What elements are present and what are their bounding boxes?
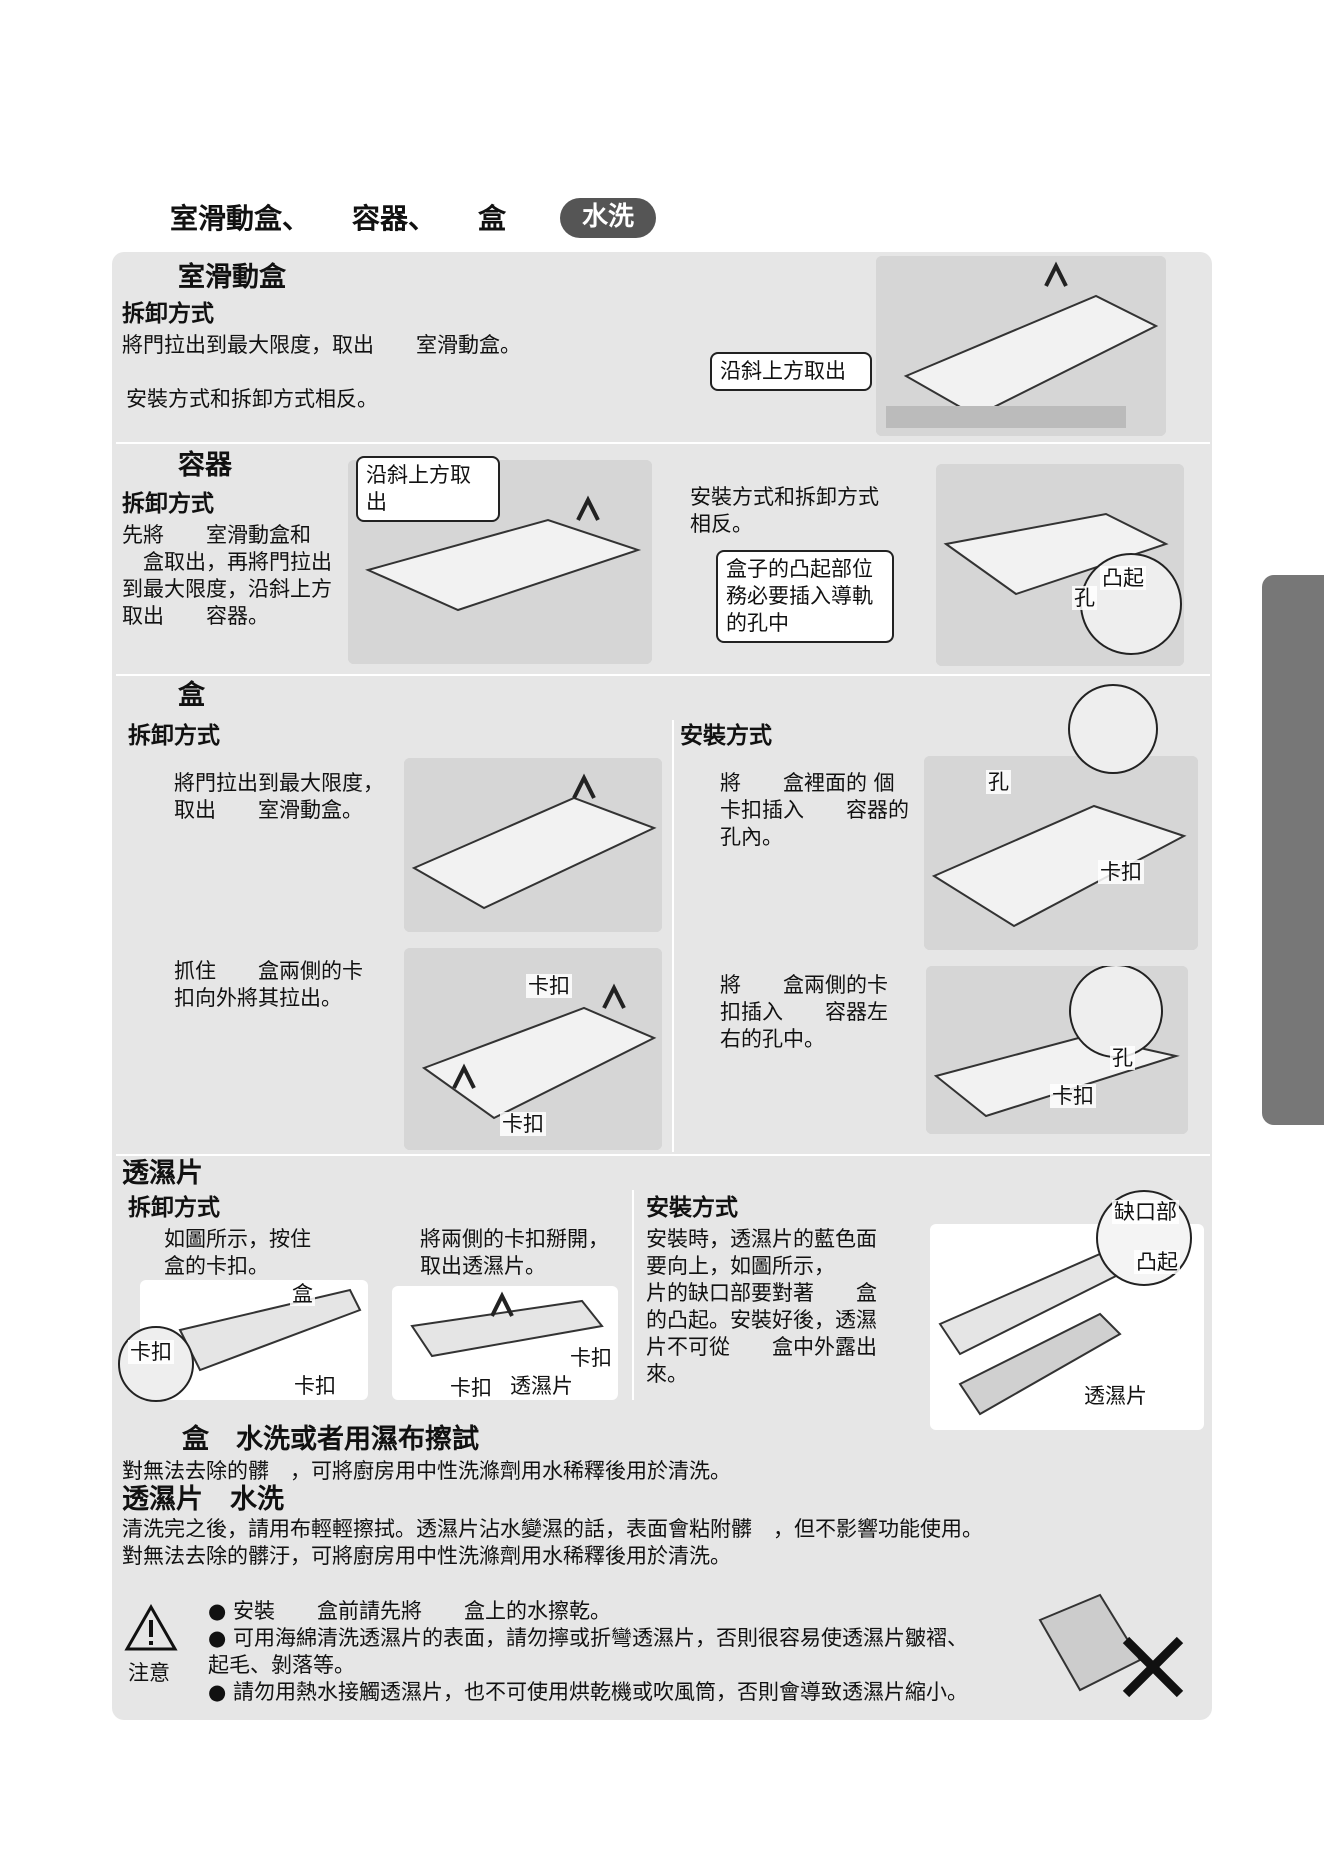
label-hole: 孔 (1110, 1046, 1135, 1070)
label-clip: 卡扣 (292, 1374, 338, 1398)
section-text: 先將 室滑動盒和 盒取出，再將門拉出 到最大限度，沿斜上方 取出 容器。 (122, 523, 332, 628)
label-clip: 卡扣 (1098, 860, 1144, 884)
label-bump: 凸起 (1100, 566, 1146, 590)
section-subtitle: 拆卸方式 (122, 301, 214, 327)
section-title-slide-box: 室滑動盒 (178, 262, 286, 293)
film-remove-step-2: 將兩側的卡扣掰開， 取出透濕片。 (420, 1227, 609, 1278)
illustration-box-install-1 (924, 756, 1198, 950)
label-hole: 孔 (986, 770, 1011, 794)
wash-film-text: 清洗完之後，請用布輕輕擦拭。透濕片沾水變濕的話，表面會粘附髒 ，但不影響功能使用… (122, 1517, 983, 1568)
label-box: 盒 (290, 1282, 315, 1306)
callout-remove-diagonal-2: 沿斜上方取出 (356, 456, 500, 522)
callout-bump-insert: 盒子的凸起部位 務必要插入導軌 的孔中 (716, 550, 894, 643)
label-film: 透濕片 (1082, 1384, 1149, 1408)
caution-item: 請勿用熱水接觸透濕片，也不可使用烘乾機或吹風筒，否則會導致透濕片縮小。 (208, 1679, 1028, 1706)
illustration-box-install-2 (926, 966, 1188, 1134)
section-title-box: 盒 (178, 680, 205, 711)
section-subtitle: 拆卸方式 (122, 491, 214, 517)
section-note: 安裝方式和拆卸方式相反。 (126, 387, 378, 411)
caution-list: 安裝 盒前請先將 盒上的水擦乾。 可用海綿清洗透濕片的表面，請勿擰或折彎透濕片，… (208, 1598, 1028, 1706)
label-clip: 卡扣 (1050, 1084, 1096, 1108)
illustration-container-install (936, 464, 1184, 666)
zoom-circle (1068, 684, 1158, 774)
install-step-2: 將 盒兩側的卡 扣插入 容器左 右的孔中。 (720, 973, 888, 1051)
label-notch: 缺口部 (1112, 1200, 1179, 1224)
remove-step-2: 抓住 盒兩側的卡 扣向外將其拉出。 (174, 959, 363, 1010)
illustration-film-remove-2 (392, 1286, 618, 1400)
section-title-wash-film: 透濕片 水洗 (122, 1484, 284, 1515)
section-text: 將門拉出到最大限度，取出 室滑動盒。 (122, 333, 521, 357)
divider (116, 674, 1210, 676)
prohibited-x-icon (1120, 1634, 1186, 1700)
label-bump: 凸起 (1134, 1250, 1180, 1274)
caution-item: 安裝 盒前請先將 盒上的水擦乾。 (208, 1598, 1028, 1625)
wash-badge: 水洗 (560, 198, 656, 238)
divider (116, 442, 1210, 444)
section-subtitle-remove: 拆卸方式 (128, 723, 220, 749)
film-remove-step-1: 如圖所示，按住 盒的卡扣。 (164, 1227, 311, 1278)
callout-remove-diagonal: 沿斜上方取出 (710, 352, 872, 391)
section-title-container: 容器 (178, 450, 232, 481)
install-step-1: 將 盒裡面的 個 卡扣插入 容器的 孔內。 (720, 771, 909, 849)
section-subtitle-install: 安裝方式 (646, 1195, 738, 1221)
section-subtitle-install: 安裝方式 (680, 723, 772, 749)
divider (116, 1154, 1210, 1156)
divider-vertical (632, 1190, 634, 1400)
caution-label: 注意 (128, 1661, 170, 1685)
label-clip: 卡扣 (448, 1376, 494, 1400)
page-title: 室滑動盒、 容器、 盒 (170, 202, 507, 235)
label-hole: 孔 (1072, 586, 1097, 610)
section-title-wash-box: 盒 水洗或者用濕布擦試 (182, 1424, 479, 1455)
label-clip: 卡扣 (568, 1346, 614, 1370)
install-text: 安裝方式和拆卸方式 相反。 (690, 485, 879, 536)
caution-item: 可用海綿清洗透濕片的表面，請勿擰或折彎透濕片，否則很容易使透濕片皺褶、 起毛、剝… (208, 1625, 1028, 1679)
illustration-slide-box-removal (876, 256, 1166, 436)
remove-step-1: 將門拉出到最大限度， 取出 室滑動盒。 (174, 771, 384, 822)
warning-icon (124, 1603, 178, 1652)
section-subtitle-remove: 拆卸方式 (128, 1195, 220, 1221)
label-clip: 卡扣 (500, 1112, 546, 1136)
label-clip: 卡扣 (128, 1340, 174, 1364)
side-tab (1262, 575, 1324, 1125)
divider-vertical (672, 720, 674, 1152)
label-film: 透濕片 (508, 1374, 575, 1398)
film-install-text: 安裝時，透濕片的藍色面 要向上，如圖所示， 片的缺口部要對著 盒 的凸起。安裝好… (646, 1227, 877, 1386)
section-title-film: 透濕片 (122, 1158, 203, 1189)
zoom-circle (118, 1326, 194, 1402)
wash-box-text: 對無法去除的髒 ，可將廚房用中性洗滌劑用水稀釋後用於清洗。 (122, 1459, 731, 1483)
illustration-box-remove-1 (404, 758, 662, 932)
label-clip: 卡扣 (526, 974, 572, 998)
